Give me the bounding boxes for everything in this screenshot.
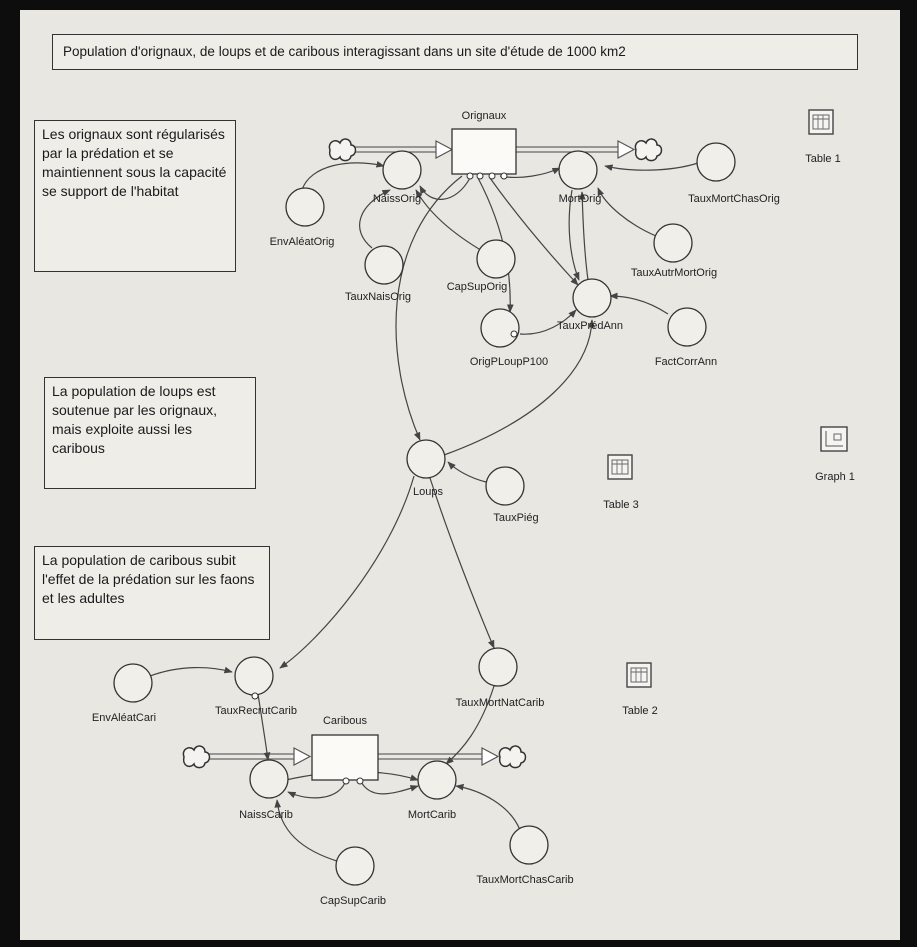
graph-icon[interactable]: [820, 426, 848, 452]
converter-tauxmortchasorig-circle[interactable]: [696, 142, 736, 182]
connector-loups-tauxmortnat: [429, 477, 495, 649]
connector-mortorig-tauxpredann: [568, 189, 580, 281]
connector-tauxrecrut-naisscarib: [257, 693, 271, 761]
label-capsuporig: CapSupOrig: [447, 281, 508, 293]
stock-caribous-box[interactable]: [311, 734, 379, 781]
converter-envaleatorig-circle[interactable]: [285, 187, 325, 227]
label-capsupcarib: CapSupCarib: [320, 895, 386, 907]
table-icon[interactable]: [607, 454, 633, 480]
labels: Orignaux Caribous NaissOrig MortOrig Tau…: [92, 110, 855, 907]
connector-factcorrann-tauxpredann: [609, 292, 669, 315]
converter-tauxpieg-circle[interactable]: [485, 466, 525, 506]
connector-orignaux-loups: [395, 175, 463, 441]
connector-origploup-tauxpredann: [519, 309, 577, 335]
connector-tauxautrmortorig-mortorig: [597, 187, 657, 237]
note-caribous: La population de caribous subit l'effet …: [34, 546, 270, 640]
note-loups: La population de loups est soutenue par …: [44, 377, 256, 489]
connector-orignaux-tauxpredann: [489, 177, 579, 286]
label-table1: Table 1: [805, 153, 840, 165]
label-mortcarib: MortCarib: [408, 809, 456, 821]
label-tauxmortchascarib: TauxMortChasCarib: [476, 874, 573, 886]
converter-tauxmortchascarib-circle[interactable]: [509, 825, 549, 865]
flow-mortcarib-circle[interactable]: [417, 760, 457, 800]
cloud-icon: [498, 745, 527, 769]
converter-envaleatcari-circle[interactable]: [113, 663, 153, 703]
stock-orignaux-box[interactable]: [451, 128, 517, 175]
converter-origploup-circle[interactable]: [480, 308, 520, 348]
label-tauxmortnatcarib: TauxMortNatCarib: [456, 697, 545, 709]
label-tauxnaisorig: TauxNaisOrig: [345, 291, 411, 303]
connector-tauxpieg-loups: [447, 461, 487, 483]
flow-pipe-caribous-in: [203, 747, 312, 766]
converter-loups-circle[interactable]: [406, 439, 446, 479]
label-tauxpredann: TauxPrédAnn: [557, 320, 623, 332]
converter-tauxrecrutcarib-circle[interactable]: [234, 656, 274, 696]
converter-capsuporig-circle[interactable]: [476, 239, 516, 279]
label-loups: Loups: [413, 486, 443, 498]
flow-mortorig-circle[interactable]: [558, 150, 598, 190]
converter-tauxautrmortorig-circle[interactable]: [653, 223, 693, 263]
label-tauxpieg: TauxPiég: [493, 512, 538, 524]
connector-envaleatorig-naissorig: [301, 161, 385, 191]
connector-loups-tauxrecrut: [279, 475, 415, 669]
label-factcorrann: FactCorrAnn: [655, 356, 717, 368]
connector-caribous-naisscarib: [287, 779, 347, 799]
label-tauxrecrutcarib: TauxRecrutCarib: [215, 705, 297, 717]
converter-factcorrann-circle[interactable]: [667, 307, 707, 347]
label-graph1: Graph 1: [815, 471, 855, 483]
cloud-icon: [328, 138, 357, 162]
label-envaleatcari: EnvAléatCari: [92, 712, 156, 724]
connector-tauxmortchasorig-mortorig: [604, 162, 699, 172]
flow-pipe-orignaux-out: [516, 140, 636, 159]
flow-naisscarib-circle[interactable]: [249, 759, 289, 799]
converter-capsupcarib-circle[interactable]: [335, 846, 375, 886]
connector-tauxmortnat-mortcarib: [445, 685, 495, 765]
label-naisscarib: NaissCarib: [239, 809, 293, 821]
connector-loups-tauxpredann: [443, 319, 596, 456]
label-naissorig: NaissOrig: [373, 193, 421, 205]
stock-caribous-label: Caribous: [323, 715, 368, 727]
converter-tauxpredann-circle[interactable]: [572, 278, 612, 318]
table-icon[interactable]: [808, 109, 834, 135]
connector-orignaux-naissorig: [419, 177, 471, 200]
label-table2: Table 2: [622, 705, 657, 717]
connector-tauxmortchascarib-mortcarib: [455, 783, 521, 831]
connector-envaleatcari-tauxrecrut: [149, 666, 233, 677]
label-tauxautrmortorig: TauxAutrMortOrig: [631, 267, 717, 279]
connector-capsupcarib-naisscarib: [274, 799, 341, 863]
label-tauxmortchasorig: TauxMortChasOrig: [688, 193, 780, 205]
cloud-icon: [634, 138, 663, 162]
label-envaleatorig: EnvAléatOrig: [270, 236, 335, 248]
diagram-title: Population d'orignaux, de loups et de ca…: [52, 34, 858, 70]
label-mortorig: MortOrig: [559, 193, 602, 205]
flow-naissorig-circle[interactable]: [382, 150, 422, 190]
table-icon[interactable]: [626, 662, 652, 688]
connector-tauxpredann-mortorig: [578, 191, 589, 281]
connector-capsuporig-naissorig: [415, 189, 485, 253]
converter-tauxmortnatcarib-circle[interactable]: [478, 647, 518, 687]
label-table3: Table 3: [603, 499, 638, 511]
stock-orignaux-label: Orignaux: [462, 110, 507, 122]
converter-tauxnaisorig-circle[interactable]: [364, 245, 404, 285]
connector-group: [149, 161, 699, 863]
cloud-icon: [182, 745, 211, 769]
flow-pipe-caribous-out: [378, 747, 500, 766]
note-orignaux: Les orignaux sont régularisés par la pré…: [34, 120, 236, 272]
label-origploup: OrigPLoupP100: [470, 356, 548, 368]
connector-tauxnaisorig-naissorig: [359, 189, 391, 249]
connector-caribous-mortcarib: [359, 779, 419, 795]
